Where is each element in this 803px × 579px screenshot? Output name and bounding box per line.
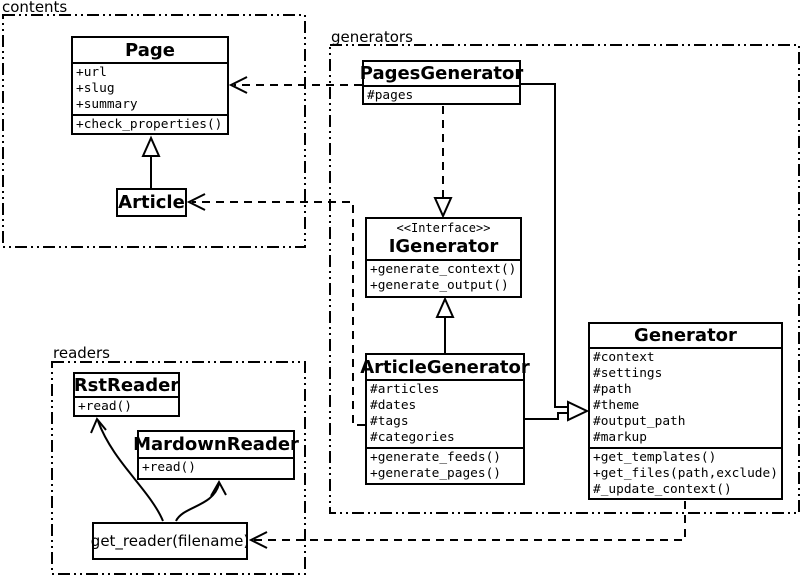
- open-arrowhead-icon: [90, 417, 107, 434]
- class-page-name: Page: [125, 39, 175, 61]
- class-page: Page +url +slug +summary +check_properti…: [71, 36, 229, 135]
- class-page-methods: +check_properties(): [73, 114, 227, 134]
- class-generator-name: Generator: [634, 325, 737, 346]
- open-arrowhead-icon: [210, 479, 227, 497]
- method: +get_files(path,exclude): [593, 466, 778, 481]
- attribute: +slug: [76, 81, 115, 96]
- class-igenerator-methods: +generate_context() +generate_output(): [367, 259, 520, 295]
- method: +generate_output(): [370, 278, 509, 293]
- class-igenerator: <<Interface>> IGenerator +generate_conte…: [365, 217, 522, 298]
- class-pages-generator-attributes: #pages: [364, 85, 519, 105]
- attribute: #path: [593, 382, 632, 397]
- attribute: #tags: [370, 414, 409, 429]
- class-rst-reader-name: RstReader: [73, 374, 180, 396]
- class-article-generator: ArticleGenerator #articles #dates #tags …: [360, 353, 530, 485]
- method: +read(): [142, 460, 196, 475]
- class-article-generator-methods: +generate_feeds() +generate_pages(): [367, 447, 523, 483]
- open-arrowhead-icon: [248, 531, 268, 549]
- realization-pagesgenerator-to-igenerator: [433, 106, 453, 219]
- method: +generate_feeds(): [370, 450, 501, 465]
- class-generator-attributes: #context #settings #path #theme #output_…: [590, 347, 781, 447]
- class-article-generator-attributes: #articles #dates #tags #categories: [367, 379, 523, 447]
- hollow-triangle-icon: [435, 296, 455, 318]
- attribute: #dates: [370, 398, 417, 413]
- open-arrowhead-icon: [228, 76, 248, 94]
- hollow-triangle-icon: [567, 400, 590, 422]
- inheritance-articlegenerator-to-generator: [525, 412, 568, 420]
- package-label-generators: generators: [331, 28, 413, 46]
- attribute: +url: [76, 65, 107, 80]
- package-border-contents: [2, 14, 306, 248]
- attribute: #articles: [370, 382, 440, 397]
- class-igenerator-title-text: IGenerator: [388, 236, 499, 257]
- method: +check_properties(): [76, 117, 223, 132]
- class-rst-reader-methods: +read(): [75, 396, 178, 416]
- class-igenerator-name: <<Interface>> IGenerator: [367, 219, 520, 259]
- function-get-reader: get_reader(filename): [91, 522, 249, 560]
- attribute: #theme: [593, 398, 640, 413]
- hollow-triangle-icon: [433, 197, 453, 219]
- class-pages-generator: PagesGenerator #pages: [359, 60, 524, 105]
- dependency-pagesgenerator-to-page: [228, 76, 362, 94]
- attribute: #markup: [593, 430, 647, 445]
- dependency-generator-to-get-reader: [248, 501, 686, 549]
- package-border-generators: [329, 44, 800, 514]
- open-arrowhead-icon: [186, 193, 206, 211]
- class-generator: Generator #context #settings #path #them…: [588, 322, 783, 500]
- arrow-get-reader-to-mardownreader: [175, 479, 227, 522]
- class-igenerator-stereotype: <<Interface>>: [396, 221, 491, 235]
- dependency-articlegenerator-to-article: [186, 193, 365, 426]
- class-article-generator-name: ArticleGenerator: [360, 356, 530, 378]
- inheritance-articlegenerator-to-igenerator: [435, 296, 455, 353]
- attribute: +summary: [76, 97, 138, 112]
- attribute: #output_path: [593, 414, 686, 429]
- arrow-get-reader-to-rstreader: [90, 417, 164, 522]
- class-rst-reader: RstReader +read(): [73, 372, 180, 417]
- class-page-attributes: +url +slug +summary: [73, 62, 227, 114]
- method: #_update_context(): [593, 482, 732, 497]
- package-border-readers: [51, 361, 306, 575]
- attribute: #pages: [367, 88, 414, 103]
- method: +generate_pages(): [370, 466, 501, 481]
- class-article: Article: [116, 188, 187, 217]
- class-article-name: Article: [118, 192, 185, 213]
- package-label-contents: contents: [2, 0, 68, 16]
- method: +read(): [78, 399, 132, 414]
- class-generator-methods: +get_templates() +get_files(path,exclude…: [590, 447, 781, 499]
- class-mardown-reader: MardownReader +read(): [133, 430, 299, 480]
- class-pages-generator-name: PagesGenerator: [359, 63, 524, 84]
- inheritance-article-to-page: [141, 135, 161, 188]
- method: +get_templates(): [593, 450, 717, 465]
- attribute: #settings: [593, 366, 663, 381]
- hollow-triangle-icon: [141, 135, 161, 157]
- method: +generate_context(): [370, 262, 517, 277]
- attribute: #categories: [370, 430, 455, 445]
- inheritance-pagesgenerator-to-generator: [521, 83, 568, 408]
- attribute: #context: [593, 350, 655, 365]
- class-mardown-reader-name: MardownReader: [133, 434, 299, 455]
- class-mardown-reader-methods: +read(): [139, 457, 293, 477]
- package-label-readers: readers: [53, 344, 110, 362]
